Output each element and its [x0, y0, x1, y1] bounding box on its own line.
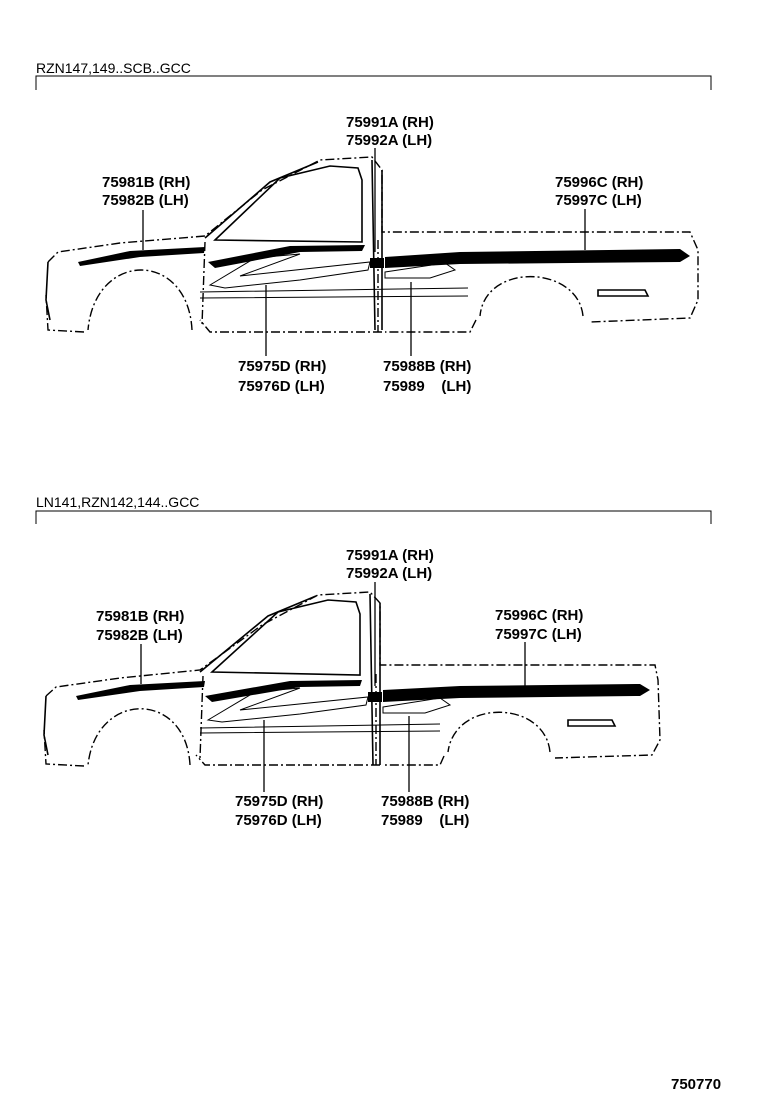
tail-lamp	[597, 289, 650, 297]
callout-75991A: 75991A (RH) 75992A (LH)	[346, 114, 434, 149]
door-stripe-upper	[208, 245, 365, 268]
section-title: RZN147,149..SCB..GCC	[36, 60, 191, 76]
drawing-id: 750770	[671, 1076, 721, 1093]
callout-75991A: 75991A (RH) 75992A (LH)	[346, 547, 434, 582]
bed-stripe	[383, 684, 650, 702]
callout-75975D: 75975D (RH) 75976D (LH)	[238, 358, 326, 395]
door-line	[201, 240, 379, 332]
rocker-stripe	[384, 262, 457, 279]
svg-text:75992A (LH): 75992A (LH)	[346, 565, 432, 582]
a-pillar	[199, 595, 317, 673]
section-2: LN141,RZN142,144..GCC 75991A (RH) 75992A…	[35, 494, 712, 829]
section-bracket	[35, 510, 712, 524]
callout-75981B: 75981B (RH) 75982B (LH)	[96, 608, 184, 644]
svg-text:75975D (RH): 75975D (RH)	[238, 358, 326, 375]
svg-text:75989 (LH): 75989 (LH)	[383, 378, 471, 395]
front-fascia	[43, 695, 49, 756]
a-pillar	[204, 161, 319, 239]
hood-stripe	[76, 681, 205, 700]
svg-text:75991A (RH): 75991A (RH)	[346, 547, 434, 564]
callout-75988B: 75988B (RH) 75989 (LH)	[381, 793, 469, 829]
truck-long-bed	[45, 156, 699, 333]
section-1: RZN147,149..SCB..GCC	[35, 60, 712, 395]
svg-text:75981B (RH): 75981B (RH)	[102, 174, 190, 191]
door-line	[199, 674, 377, 765]
cab-window	[213, 165, 363, 243]
svg-text:75997C (LH): 75997C (LH)	[555, 192, 642, 209]
front-fascia	[45, 261, 51, 321]
pillar-b	[371, 159, 383, 331]
pillar-badge	[368, 692, 382, 702]
hood-stripe	[78, 247, 205, 266]
tail-lamp	[567, 719, 617, 727]
rocker-line	[199, 287, 469, 299]
svg-text:75992A (LH): 75992A (LH)	[346, 132, 432, 149]
callout-75975D: 75975D (RH) 75976D (LH)	[235, 793, 323, 829]
callout-75988B: 75988B (RH) 75989 (LH)	[383, 358, 471, 395]
svg-text:75988B (RH): 75988B (RH)	[383, 358, 471, 375]
svg-text:75991A (RH): 75991A (RH)	[346, 114, 434, 131]
svg-text:75982B (LH): 75982B (LH)	[96, 627, 183, 644]
svg-text:75988B (RH): 75988B (RH)	[381, 793, 469, 810]
pillar-badge	[370, 258, 384, 268]
svg-text:75996C (RH): 75996C (RH)	[495, 607, 583, 624]
bed-stripe	[385, 249, 690, 268]
rocker-stripe	[382, 697, 452, 714]
door-stripe-upper	[205, 680, 362, 702]
section-bracket	[35, 75, 712, 90]
pillar-b	[369, 593, 381, 766]
body-outline	[45, 156, 699, 333]
svg-text:75982B (LH): 75982B (LH)	[102, 192, 189, 209]
svg-text:75981B (RH): 75981B (RH)	[96, 608, 184, 625]
callout-75996C: 75996C (RH) 75997C (LH)	[495, 607, 583, 643]
svg-text:75997C (LH): 75997C (LH)	[495, 626, 582, 643]
callout-75996C: 75996C (RH) 75997C (LH)	[555, 174, 643, 209]
svg-text:75976D (LH): 75976D (LH)	[235, 812, 322, 829]
section-title: LN141,RZN142,144..GCC	[36, 494, 199, 510]
cab-window	[209, 599, 361, 676]
callout-75981B: 75981B (RH) 75982B (LH)	[102, 174, 190, 209]
svg-text:75996C (RH): 75996C (RH)	[555, 174, 643, 191]
svg-text:75975D (RH): 75975D (RH)	[235, 793, 323, 810]
svg-text:75989 (LH): 75989 (LH)	[381, 812, 469, 829]
svg-text:75976D (LH): 75976D (LH)	[238, 378, 325, 395]
rocker-line	[199, 723, 441, 734]
